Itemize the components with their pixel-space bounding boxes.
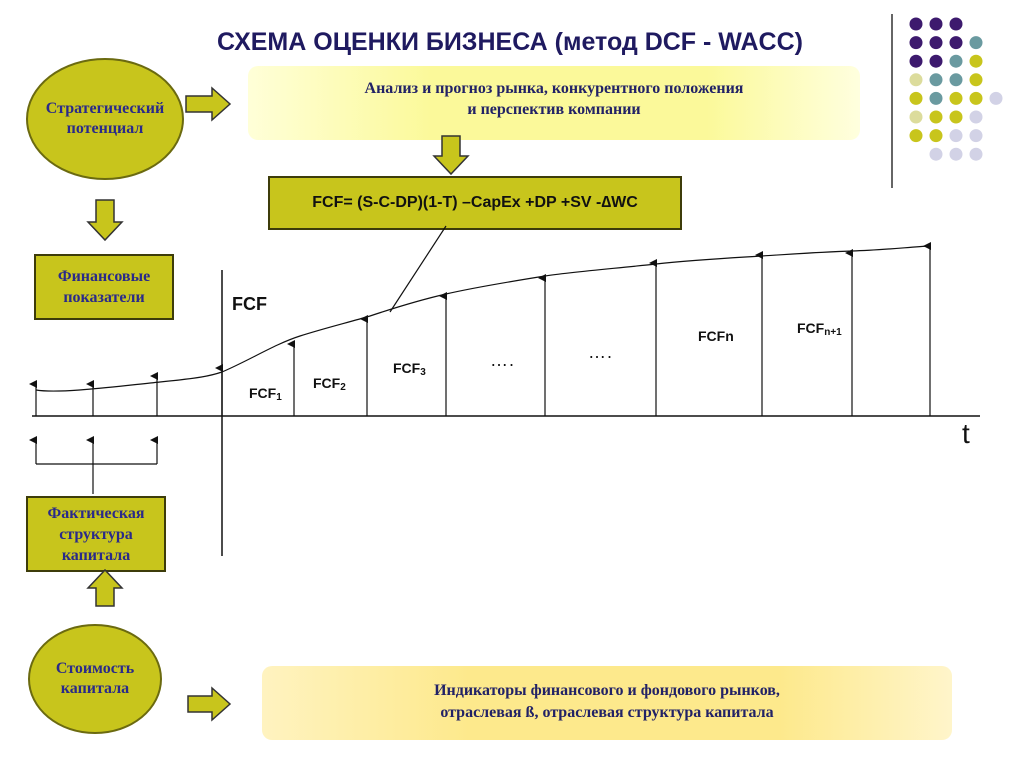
capital-cost-ellipse: Стоимость капитала [28,624,162,734]
indicators-line-1: Индикаторы финансового и фондового рынко… [434,682,780,699]
market-analysis-banner: Анализ и прогноз рынка, конкурентного по… [248,66,860,140]
fcf-1-label: FCF1 [249,385,282,403]
decorative-dot [969,147,983,161]
financial-indicators-box: Финансовые показатели [34,254,174,320]
financial-line-2: показатели [63,289,145,306]
decorative-dot [969,54,983,68]
strategic-line-2: потенциал [66,120,144,137]
decorative-dot [969,110,983,124]
ellipsis-1: …. [490,350,516,370]
block-arrow-up-structure [86,568,124,607]
financial-line-1: Финансовые [57,268,151,285]
decorative-dot [949,91,963,105]
decorative-dot [929,54,943,68]
decorative-dot [909,73,923,87]
market-indicators-banner: Индикаторы финансового и фондового рынко… [262,666,952,740]
decorative-dot [949,17,963,31]
capital-cost-line-2: капитала [60,680,130,697]
decorative-dot [949,54,963,68]
decorative-dot [909,91,923,105]
decorative-dot [969,129,983,143]
decorative-dot [909,129,923,143]
decorative-dot [929,73,943,87]
fcf-n-plus-1-label: FCFn+1 [797,320,842,338]
fcf-3-label: FCF3 [393,360,426,378]
decorative-dot [969,36,983,50]
decorative-dot-grid [909,17,1003,161]
decorative-dot [929,91,943,105]
fcf-n-label: FCFn [698,328,734,344]
decorative-dot [949,36,963,50]
decorative-dot [929,129,943,143]
capital-cost-line-1: Стоимость [55,660,135,677]
decorative-dot [909,110,923,124]
decorative-dot [969,91,983,105]
decorative-dot [909,17,923,31]
fcf-2-label: FCF2 [313,375,346,393]
indicators-line-2: отраслевая ß, отраслевая структура капит… [440,704,774,721]
decorative-dot [929,147,943,161]
fcf-formula-box: FCF= (S-C-DP)(1-T) –CapEx +DP +SV -∆WC [268,176,682,230]
decorative-dot [929,110,943,124]
decorative-dot [949,73,963,87]
decorative-dot [909,54,923,68]
actual-structure-line-1: Фактическая [47,504,145,522]
ellipsis-2: …. [588,342,614,362]
decorative-dot [909,36,923,50]
fcf-trend-curve [35,245,931,392]
strategic-line-1: Стратегический [45,100,165,117]
strategic-potential-ellipse: Стратегический потенциал [26,58,184,180]
decorative-dot [969,73,983,87]
fcf-axis-label: FCF [232,294,267,314]
decorative-dot [949,129,963,143]
time-axis-label: t [962,418,970,449]
actual-structure-line-2: структура [59,525,133,543]
decorative-dot [949,110,963,124]
actual-capital-structure-box: Фактическая структура капитала [26,496,166,572]
history-bracket [29,436,158,494]
market-analysis-line-2: и перспектив компании [467,101,641,118]
decorative-dot [989,91,1003,105]
decorative-dot [929,36,943,50]
block-arrow-right-top [185,86,232,122]
block-arrow-right-bottom [187,686,232,722]
decorative-dot [949,147,963,161]
block-arrow-down-formula [432,135,470,176]
block-arrow-down-financial [86,199,124,242]
formula-connector-line [389,225,447,313]
actual-structure-line-3: капитала [61,546,131,564]
market-analysis-line-1: Анализ и прогноз рынка, конкурентного по… [364,80,744,97]
page-title: СХЕМА ОЦЕНКИ БИЗНЕСА (метод DCF - WACC) [216,28,803,56]
decorative-dot [929,17,943,31]
